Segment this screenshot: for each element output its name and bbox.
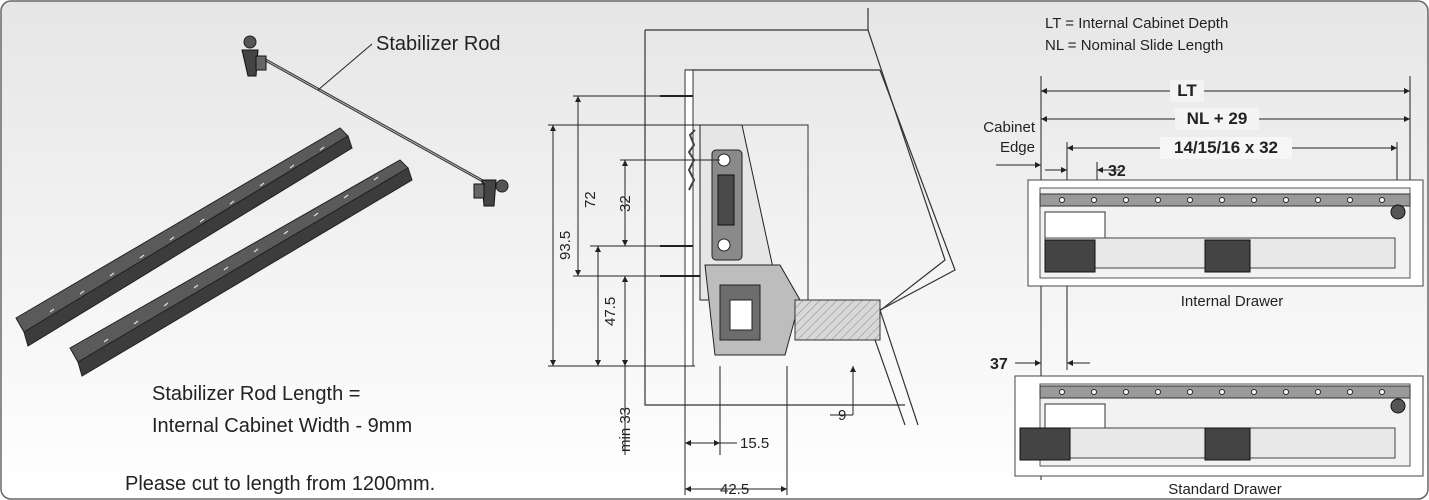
rail-front — [69, 159, 413, 377]
dim-93-5: 93.5 — [557, 231, 574, 260]
dim-72: 72 — [582, 191, 599, 208]
rod-clip-right — [473, 179, 509, 207]
rod-length-line2: Internal Cabinet Width - 9mm — [152, 415, 412, 437]
rail-back — [15, 127, 353, 347]
stabilizer-rod: Stabilizer Rod — [241, 33, 509, 207]
rod-length-line1: Stabilizer Rod Length = — [152, 383, 360, 405]
screws — [660, 95, 700, 277]
drawer-side-profile — [684, 69, 881, 367]
cut-note: Please cut to length from 1200mm. — [125, 473, 435, 495]
standard-drawer-label: Standard Drawer — [1168, 481, 1281, 498]
dim-37: 37 — [990, 356, 1008, 373]
dim-nl-29: NL + 29 — [1187, 109, 1248, 128]
legend-lt: LT = Internal Cabinet Depth — [1045, 15, 1228, 32]
dim-min-33: min 33 — [617, 407, 634, 452]
internal-drawer — [1027, 179, 1424, 287]
dim-9: 9 — [838, 407, 846, 424]
cabinet-outline — [644, 8, 956, 426]
dim-32: 32 — [617, 195, 634, 212]
dim-47-5: 47.5 — [602, 297, 619, 326]
cabinet-edge-2: Edge — [1000, 139, 1035, 156]
legend-nl: NL = Nominal Slide Length — [1045, 37, 1223, 54]
stabilizer-rod-label: Stabilizer Rod — [376, 33, 501, 55]
section-dimensions — [548, 95, 856, 495]
standard-drawer — [1014, 375, 1424, 477]
internal-drawer-label: Internal Drawer — [1181, 293, 1284, 310]
dim-42-5: 42.5 — [720, 481, 749, 498]
rod-clip-left — [241, 35, 267, 77]
dim-lt: LT — [1177, 81, 1197, 100]
cabinet-edge-1: Cabinet — [983, 119, 1036, 136]
dim-15-5: 15.5 — [740, 435, 769, 452]
dim-spacing: 14/15/16 x 32 — [1174, 138, 1278, 157]
dim-32-plan: 32 — [1108, 163, 1126, 180]
